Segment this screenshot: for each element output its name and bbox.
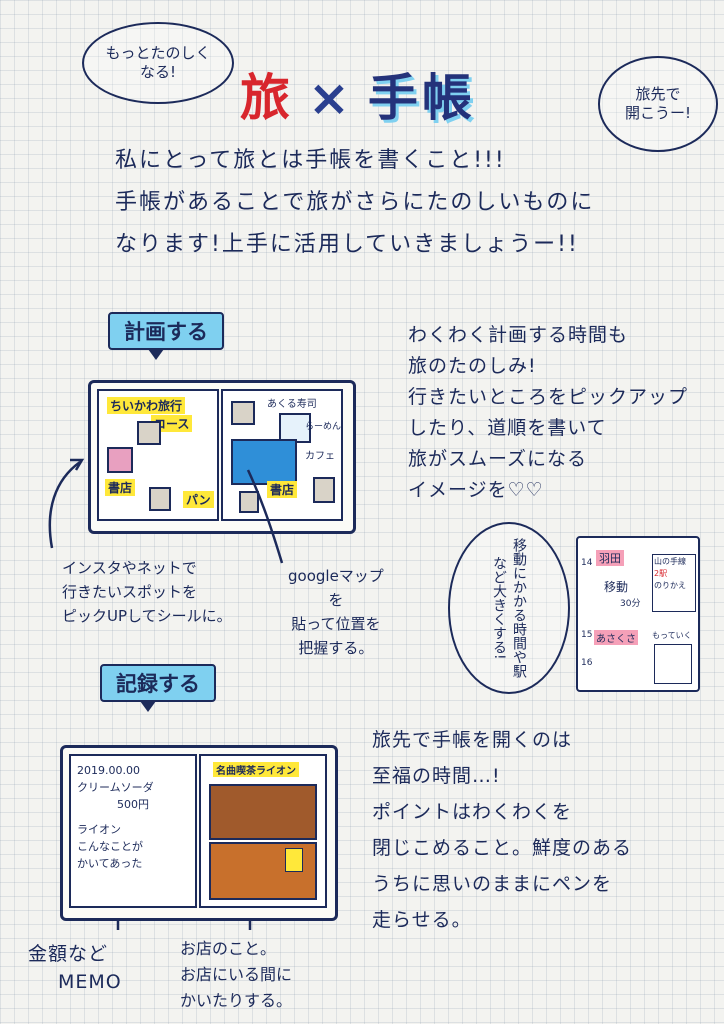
record-text-line: 閉じこめること。鮮度のある: [372, 837, 633, 859]
planner-hour-15: 15: [581, 630, 593, 640]
intro-line: 手帳があることで旅がさらにたのしいものに: [115, 190, 595, 215]
record-note-left-line: MEMO: [58, 971, 122, 993]
record-note-right-line: お店のこと。: [180, 939, 277, 958]
plan-text-line: 行きたいところをピックアップ: [408, 386, 689, 408]
plan-book-tag: あくる寿司: [267, 399, 317, 410]
plan-photo-sticker: [239, 491, 259, 513]
plan-text-line: 旅がスムーズになる: [408, 448, 588, 470]
record-text-line: うちに思いのままにペンを: [372, 873, 613, 895]
intro-line: なります!上手に活用していきましょうー!!: [115, 232, 579, 257]
planner-motte: もっていく: [652, 631, 692, 640]
plan-text-line: したり、道順を書いて: [408, 417, 607, 439]
arrow-left-head: [70, 458, 85, 471]
record-text-line: 走らせる。: [372, 909, 472, 931]
planner-norikae: のりかえ: [654, 581, 686, 590]
record-cream: クリームソーダ: [77, 781, 154, 794]
record-cafe-drawing: [209, 784, 317, 840]
record-note-left: 金額など MEMO: [28, 940, 122, 996]
planner-hour-16: 16: [581, 658, 593, 668]
record-note-right-line: お店にいる間に: [180, 965, 293, 984]
arrow-left-curve: [48, 460, 81, 549]
record-text-line: ポイントはわくわくを: [372, 801, 573, 823]
record-banner: 名曲喫茶ライオン: [213, 762, 299, 777]
vertical-note-text: 移動にかかる時間や駅など大きくする!: [491, 538, 527, 678]
speech-bubble-left: もっとたのしく なる!: [82, 22, 234, 104]
planner-haneda: 羽田: [596, 550, 624, 566]
planner-idou: 移動: [604, 580, 629, 594]
plan-note-right-line: googleマップ: [288, 567, 384, 585]
plan-label: 計画する: [108, 312, 224, 360]
plan-note-right-line: 貼って位置を: [291, 615, 381, 633]
record-note1: こんなことが: [77, 840, 143, 853]
planner-illustration: 14 15 16 羽田 移動 30分 あさくさ 山の手線 2駅 のりかえ もって…: [576, 536, 700, 692]
plan-book-highlight-title: ちいかわ旅行: [107, 397, 186, 414]
plan-note-right: googleマップ を 貼って位置を 把握する。: [288, 564, 384, 660]
intro-line: 私にとって旅とは手帳を書くこと!!!: [115, 148, 506, 173]
planner-yama: 山の手線: [654, 557, 686, 566]
arrow-right-line: [246, 469, 284, 564]
record-note-right-line: かいたりする。: [180, 991, 293, 1010]
planner-route-box: 山の手線 2駅 のりかえ: [652, 554, 696, 612]
title-cross: ×: [308, 69, 354, 127]
record-note-right: お店のこと。 お店にいる間に かいたりする。: [180, 936, 292, 1014]
map-sticker: [231, 439, 297, 485]
intro-text: 私にとって旅とは手帳を書くこと!!! 手帳があることで旅がさらにたのしいものに …: [115, 140, 675, 266]
record-text-line: 旅先で手帳を開くのは: [372, 729, 573, 751]
plan-book-ramen: らーめん: [305, 422, 342, 432]
record-lion: ライオン: [77, 823, 121, 836]
vertical-note-bubble: 移動にかかる時間や駅など大きくする!: [448, 522, 570, 694]
record-note-left-line: 金額など: [28, 943, 109, 965]
plan-description: わくわく計画する時間も 旅のたのしみ! 行きたいところをピックアップ したり、道…: [408, 320, 688, 506]
plan-photo-sticker: [149, 487, 171, 511]
title-techo: 手帳: [367, 69, 476, 127]
record-notebook-left-page: [69, 754, 197, 908]
plan-note-right-line: 把握する。: [298, 639, 374, 657]
record-date: 2019.00.00: [77, 764, 140, 777]
record-label: 記録する: [100, 664, 216, 712]
page-title: 旅×手帳: [240, 58, 476, 130]
plan-book-pan: パン: [183, 491, 214, 508]
plan-photo-sticker: [137, 421, 161, 445]
title-travel: 旅: [240, 69, 294, 127]
plan-text-line: わくわく計画する時間も: [408, 324, 629, 346]
planner-nori: 2駅: [654, 569, 668, 578]
plan-notebook-illustration: ちいかわ旅行 コース 書店 パン あくる寿司 らーめん カフェ 書店: [88, 380, 356, 534]
plan-text-line: 旅のたのしみ!: [408, 355, 537, 377]
plan-note-left-line: ピックUPしてシールに。: [62, 607, 232, 625]
plan-book-kafe: カフェ: [305, 451, 335, 462]
record-price: 500円: [117, 798, 149, 811]
planner-asakusa: あさくさ: [594, 630, 638, 645]
plan-photo-sticker: [107, 447, 133, 473]
plan-text-line: イメージを♡♡: [408, 479, 544, 501]
speech-bubble-right: 旅先で 開こうー!: [598, 56, 718, 152]
plan-book-highlight-course: コース: [151, 415, 193, 432]
plan-photo-sticker: [231, 401, 255, 425]
planner-checklist: [654, 644, 692, 684]
plan-book-shop-2: 書店: [267, 481, 298, 498]
record-note2: かいてあった: [77, 857, 143, 870]
record-drink-icon: [285, 848, 303, 872]
record-text-line: 至福の時間…!: [372, 765, 501, 787]
record-description: 旅先で手帳を開くのは 至福の時間…! ポイントはわくわくを 閉じこめること。鮮度…: [372, 722, 632, 938]
plan-note-left-line: 行きたいスポットを: [62, 583, 198, 601]
planner-hour-14: 14: [581, 558, 593, 568]
plan-note-left: インスタやネットで 行きたいスポットを ピックUPしてシールに。: [62, 556, 232, 628]
plan-note-right-line: を: [328, 591, 344, 609]
record-left-notes: 2019.00.00 クリームソーダ 500円 ライオン こんなことが かいてあ…: [77, 762, 154, 872]
plan-photo-sticker: [313, 477, 335, 503]
plan-book-shop: 書店: [105, 479, 136, 496]
record-notebook-illustration: 2019.00.00 クリームソーダ 500円 ライオン こんなことが かいてあ…: [60, 745, 338, 921]
plan-note-left-line: インスタやネットで: [62, 559, 197, 577]
planner-min: 30分: [620, 599, 641, 609]
